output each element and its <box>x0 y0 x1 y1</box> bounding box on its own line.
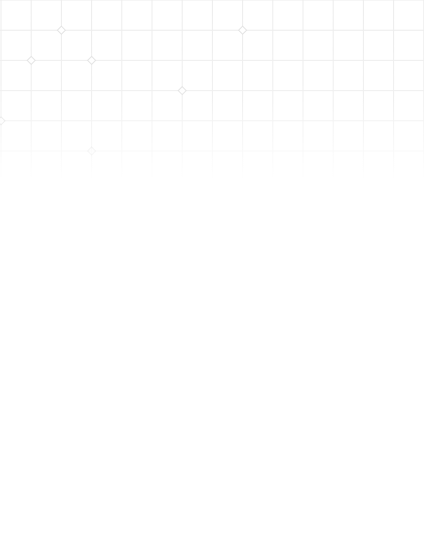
grid-marker-diamond <box>86 55 97 66</box>
grid-marker-diamond <box>86 146 97 156</box>
grid-marker-diamond <box>26 55 36 66</box>
grid-marker-diamond <box>56 25 67 35</box>
empty-content-area <box>0 180 424 557</box>
grid-marker-diamond <box>177 85 187 96</box>
background-grid-pattern <box>0 0 424 180</box>
grid-marker-diamond <box>0 116 6 126</box>
grid-marker-diamond <box>237 25 248 35</box>
